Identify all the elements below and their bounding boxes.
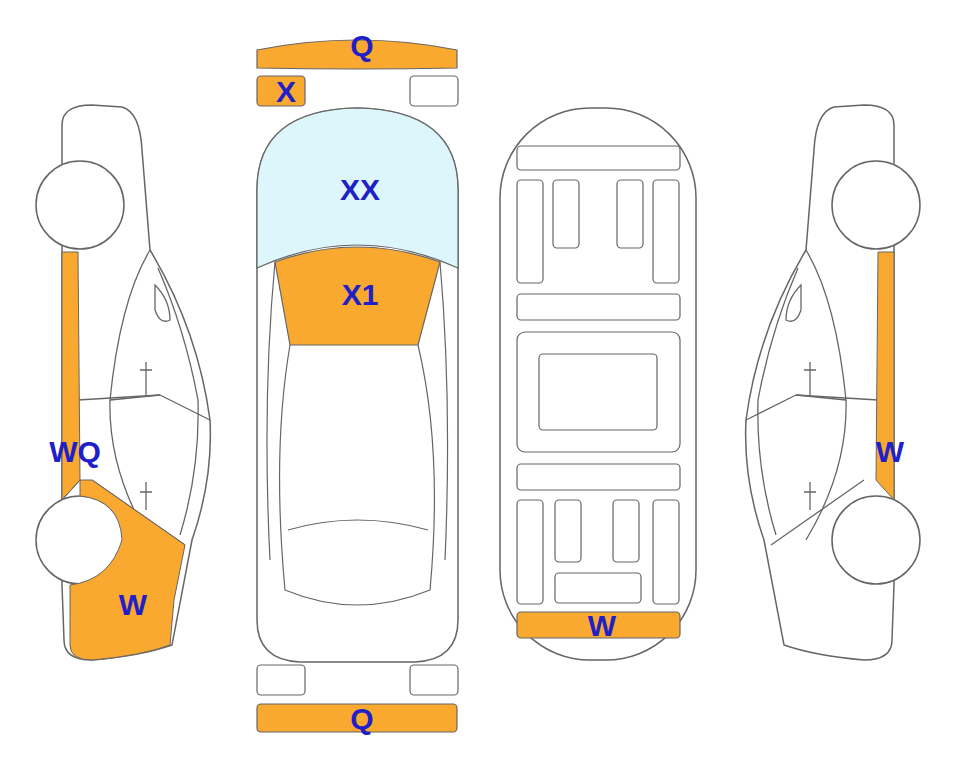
damage-code: W bbox=[119, 590, 147, 620]
damage-code: XX bbox=[340, 175, 380, 205]
damage-code: X bbox=[276, 77, 296, 107]
damage-code: W bbox=[588, 611, 616, 641]
damage-code: X1 bbox=[342, 280, 379, 310]
damage-code: W bbox=[876, 437, 904, 467]
damage-code: Q bbox=[350, 31, 373, 61]
damage-code: Q bbox=[350, 704, 373, 734]
damage-code: WQ bbox=[49, 437, 101, 467]
